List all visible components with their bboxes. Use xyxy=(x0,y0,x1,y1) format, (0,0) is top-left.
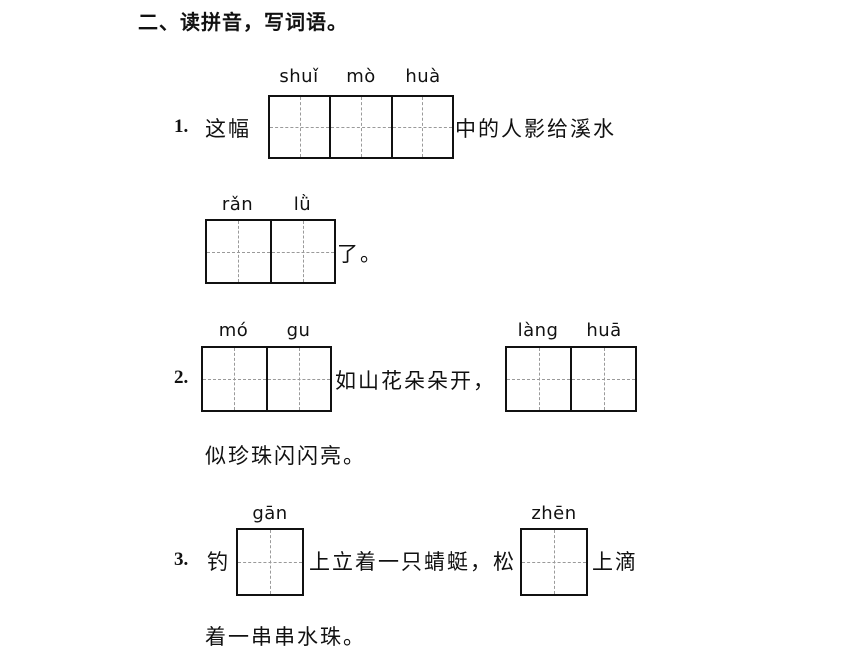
answer-grid-langhua[interactable] xyxy=(505,346,637,412)
answer-grid-zhen[interactable] xyxy=(520,528,588,596)
writing-cell[interactable] xyxy=(522,530,586,594)
question-1-number: 1. xyxy=(174,116,189,137)
pinyin-label: mò xyxy=(346,66,376,87)
answer-grid-gan[interactable] xyxy=(236,528,304,596)
answer-grid-shuimohua[interactable] xyxy=(268,95,454,159)
writing-cell[interactable] xyxy=(329,97,391,157)
answer-grid-ranlv[interactable] xyxy=(205,219,336,284)
pinyin-label: lǜ xyxy=(293,194,312,215)
question-1-text-after: 中的人影给溪水 xyxy=(455,117,616,141)
question-1-line-2-text: 了。 xyxy=(337,242,383,266)
writing-cell[interactable] xyxy=(270,97,330,157)
pinyin-label: rǎn xyxy=(221,194,254,215)
writing-cell[interactable] xyxy=(238,530,302,594)
writing-cell[interactable] xyxy=(570,348,635,410)
section-heading: 二、读拼音，写词语。 xyxy=(138,10,348,34)
question-1-text-before: 这幅 xyxy=(205,117,251,141)
question-2-line-2-text: 似珍珠闪闪亮。 xyxy=(205,444,366,468)
writing-cell[interactable] xyxy=(207,221,270,282)
question-2-text-middle: 如山花朵朵开， xyxy=(335,369,496,393)
pinyin-label: huà xyxy=(405,66,441,87)
pinyin-label: làng xyxy=(517,320,559,341)
answer-grid-mogu[interactable] xyxy=(201,346,332,412)
writing-cell[interactable] xyxy=(507,348,570,410)
writing-cell[interactable] xyxy=(203,348,266,410)
pinyin-label: gu xyxy=(286,320,311,341)
question-3-text-after: 上滴 xyxy=(592,550,638,574)
question-3-number: 3. xyxy=(174,549,189,570)
pinyin-label: huā xyxy=(586,320,622,341)
question-3-line-2-text: 着一串串水珠。 xyxy=(205,625,366,649)
writing-cell[interactable] xyxy=(265,348,331,410)
pinyin-label: gān xyxy=(252,503,288,524)
question-2-number: 2. xyxy=(174,367,189,388)
writing-cell[interactable] xyxy=(390,97,453,157)
question-3-text-before: 钓 xyxy=(207,550,230,574)
pinyin-label: zhēn xyxy=(531,503,577,524)
pinyin-label: shuǐ xyxy=(279,66,319,87)
question-3-text-middle: 上立着一只蜻蜓，松 xyxy=(309,550,516,574)
pinyin-label: mó xyxy=(218,320,249,341)
writing-cell[interactable] xyxy=(269,221,335,282)
